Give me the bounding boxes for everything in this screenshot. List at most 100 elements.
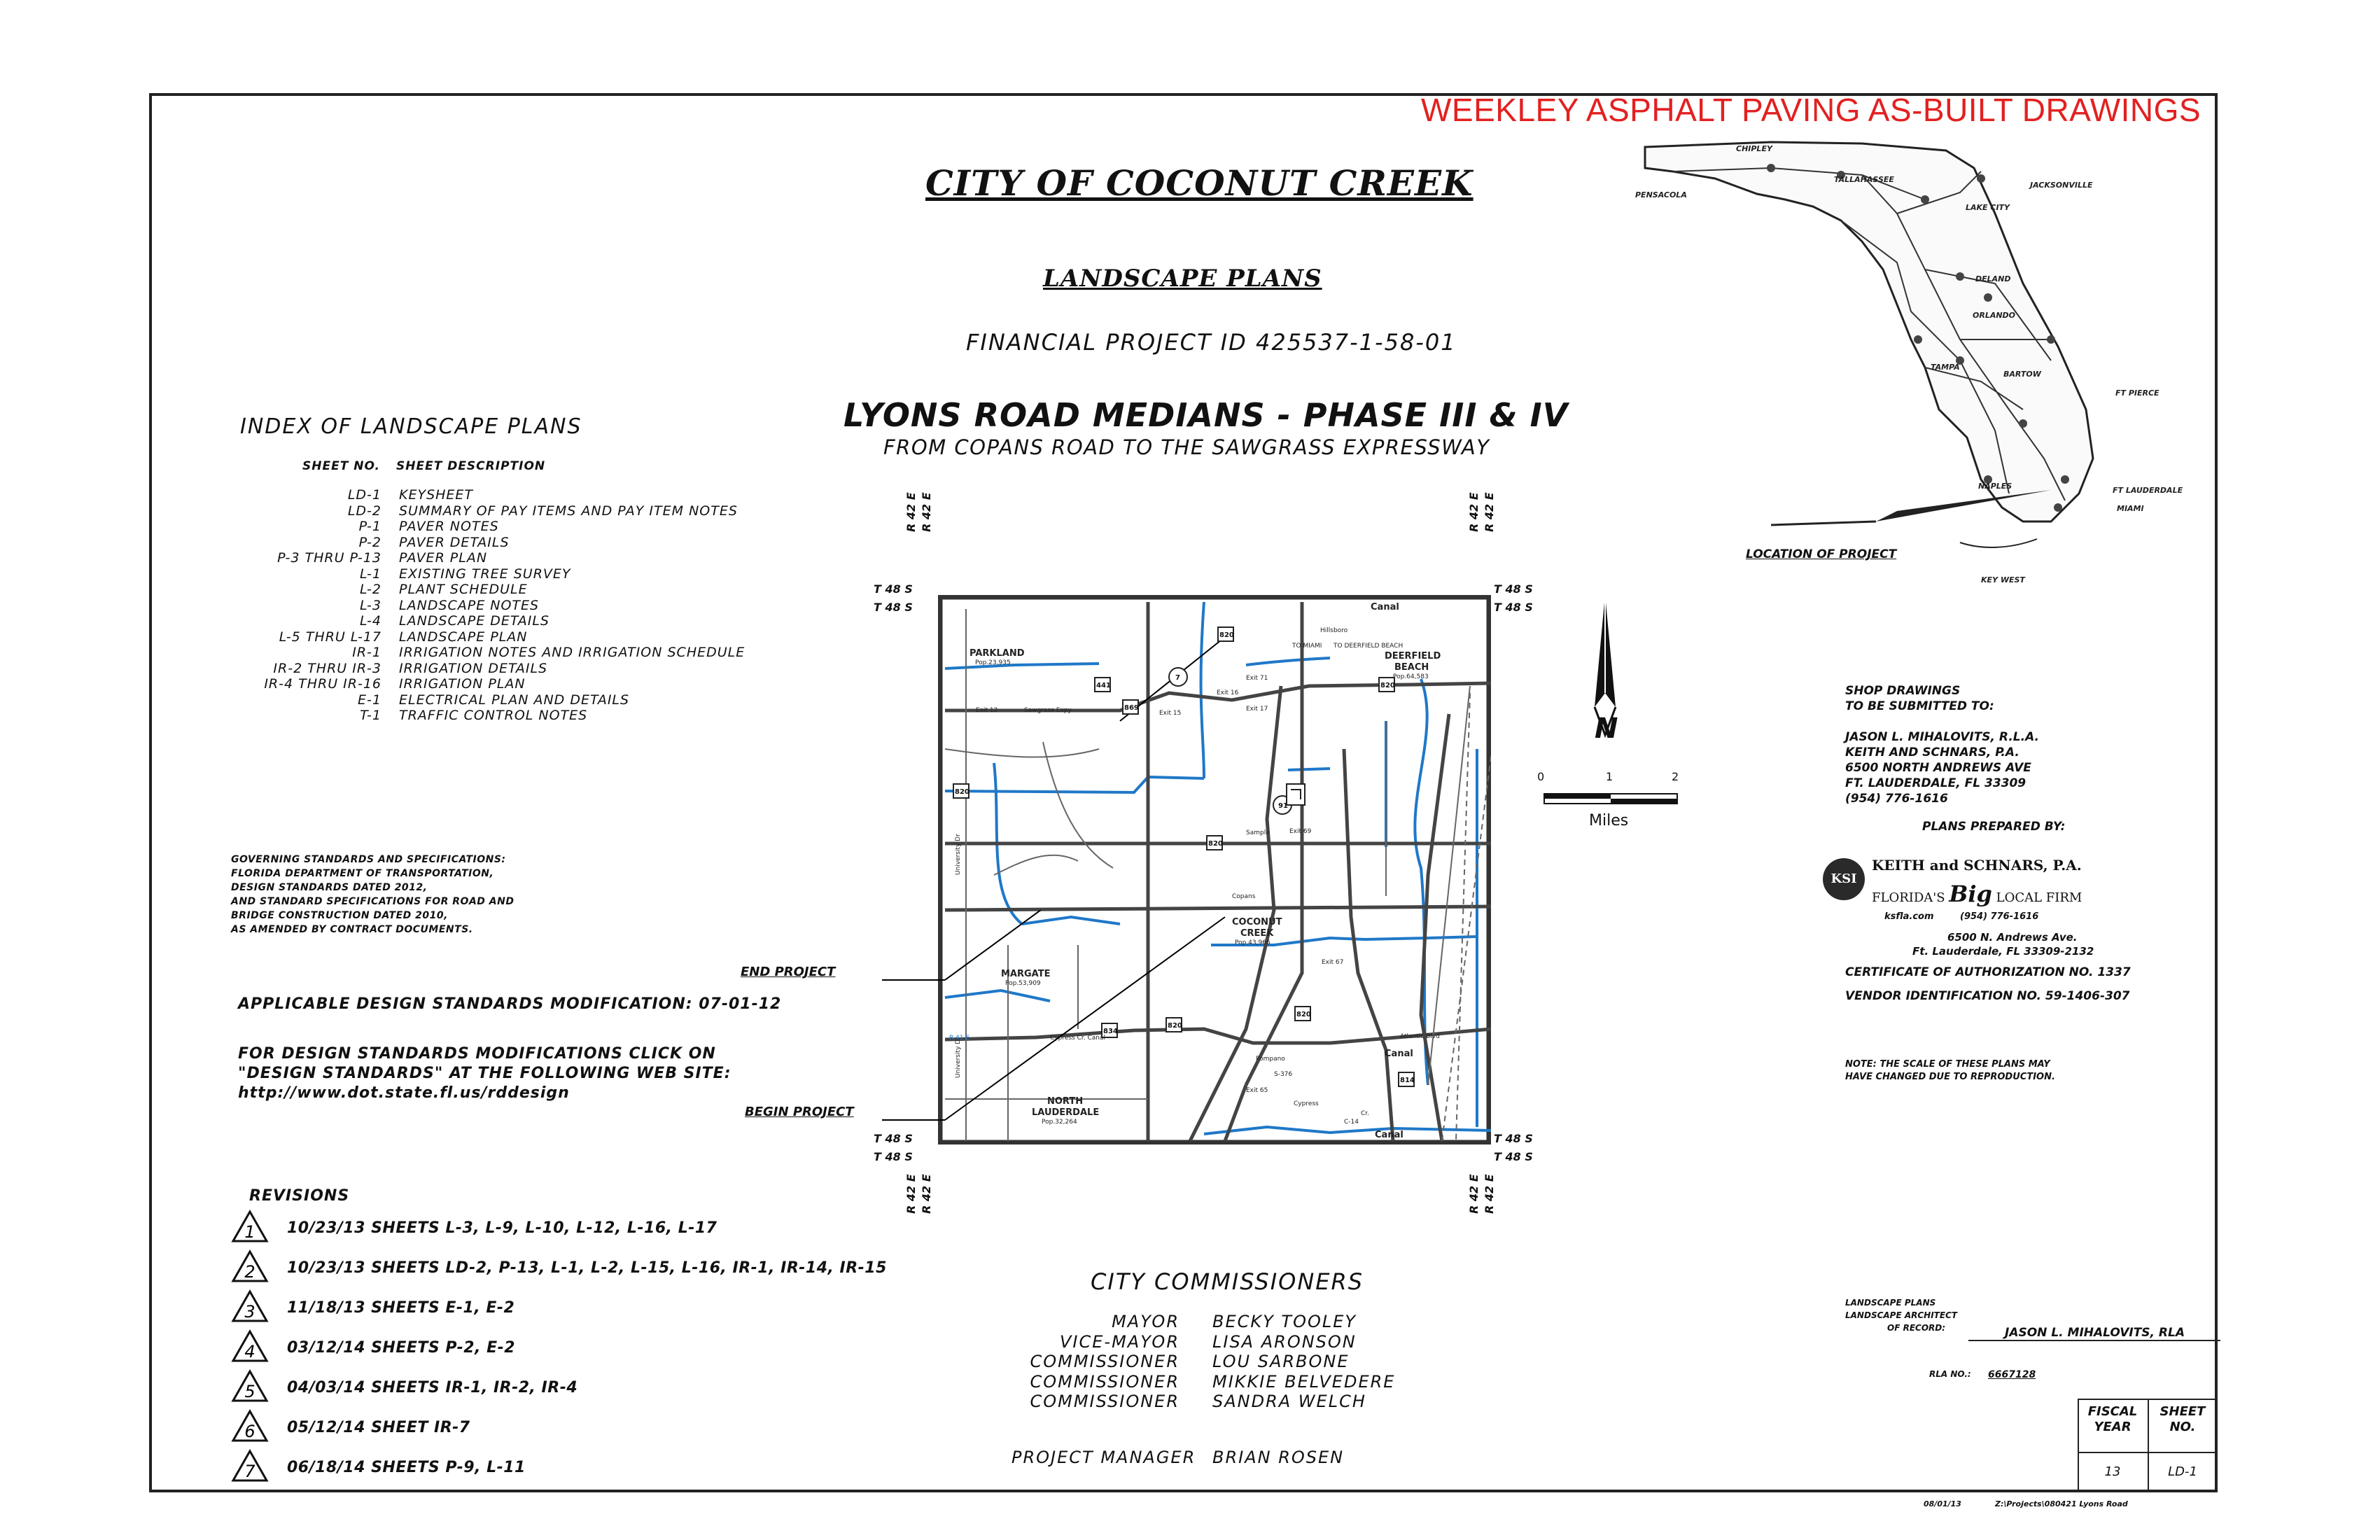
fiscal-year-value: 13 <box>2104 1464 2121 1479</box>
revision-number: 5 <box>244 1382 255 1401</box>
revision-triangle-icon: 7 <box>231 1449 269 1482</box>
governing-line: BRIDGE CONSTRUCTION DATED 2010, <box>231 910 448 921</box>
firm-name: KEITH and SCHNARS, P.A. <box>1872 857 2082 874</box>
commissioner-role: COMMISSIONER <box>1030 1392 1180 1411</box>
map-label-r41e: R 41 E <box>949 1035 970 1042</box>
design-mods-link[interactable]: http://www.dot.state.fl.us/rddesign <box>238 1084 570 1102</box>
revision-number: 3 <box>244 1302 255 1322</box>
grid-r42e-label: R 42 E <box>920 492 933 532</box>
fl-city-orlando: ORLANDO <box>1973 311 2016 320</box>
index-sheet-desc: PAVER PLAN <box>399 550 488 566</box>
end-project-label: END PROJECT <box>741 965 836 979</box>
north-arrow-icon <box>1593 595 1617 738</box>
shop-address-line: JASON L. MIHALOVITS, R.L.A. <box>1845 730 2040 744</box>
revision-triangle-icon: 1 <box>231 1210 269 1242</box>
north-label: N <box>1595 713 1618 745</box>
city-title: CITY OF COCONUT CREEK <box>925 162 1474 204</box>
design-mods-line: "DESIGN STANDARDS" AT THE FOLLOWING WEB … <box>238 1065 732 1082</box>
map-label-to-miami: TO MIAMI <box>1292 643 1322 650</box>
map-label-canal: Canal <box>1385 1049 1413 1059</box>
titleblock-line: LANDSCAPE ARCHITECT <box>1845 1310 1958 1320</box>
shield-820: 820 <box>1208 840 1223 848</box>
map-label-cypress: Cypress <box>1294 1100 1319 1107</box>
drawing-border <box>149 93 2218 1492</box>
shop-line: TO BE SUBMITTED TO: <box>1845 699 1994 713</box>
index-sheet-desc: TRAFFIC CONTROL NOTES <box>399 708 588 723</box>
scale-bar <box>1544 793 1678 804</box>
firm-tagline-c: LOCAL FIRM <box>1996 890 2082 905</box>
plans-title: LANDSCAPE PLANS <box>1043 265 1322 293</box>
governing-line: FLORIDA DEPARTMENT OF TRANSPORTATION, <box>231 868 494 879</box>
shop-address-line: (954) 776-1616 <box>1845 792 1948 806</box>
shield-7: 7 <box>1175 674 1180 682</box>
index-title: INDEX OF LANDSCAPE PLANS <box>240 414 582 439</box>
fl-city-ft-lauderdale: FT LAUDERDALE <box>2113 486 2183 495</box>
grid-r42e-label: R 42 E <box>920 1174 933 1214</box>
commissioners-title: CITY COMMISSIONERS <box>1091 1268 1364 1295</box>
map-label-c14: C-14 <box>1344 1119 1359 1126</box>
governing-line: AND STANDARD SPECIFICATIONS FOR ROAD AND <box>231 896 514 907</box>
fl-city-jacksonville: JACKSONVILLE <box>2030 181 2093 190</box>
grid-r42e-label: R 42 E <box>1483 1174 1496 1214</box>
scale-tick-2: 2 <box>1672 770 1679 783</box>
leader-lines <box>882 910 1226 1121</box>
index-sheet-desc: LANDSCAPE DETAILS <box>399 613 550 629</box>
shop-address-line: 6500 NORTH ANDREWS AVE <box>1845 761 2031 775</box>
project-manager-name: BRIAN ROSEN <box>1212 1448 1345 1467</box>
map-label-exit67: Exit 67 <box>1322 959 1344 966</box>
map-label-exit65: Exit 65 <box>1246 1087 1268 1094</box>
index-sheet-desc: PAVER NOTES <box>399 519 499 534</box>
firm-tagline-b: Big <box>1949 881 1992 907</box>
index-sheet-desc: PAVER DETAILS <box>399 534 510 550</box>
map-label-exit15: Exit 15 <box>1159 710 1182 717</box>
grid-r42e-label: R 42 E <box>1467 492 1480 532</box>
scale-tick-0: 0 <box>1537 770 1545 783</box>
map-label-exit17: Exit 17 <box>1246 706 1268 713</box>
index-col-no: SHEET NO. <box>302 459 380 473</box>
revision-number: 1 <box>244 1222 255 1242</box>
commissioner-role: VICE-MAYOR <box>1059 1331 1180 1352</box>
footer-date: 08/01/13 <box>1924 1499 1961 1508</box>
map-label-deerfield: DEERFIELD <box>1385 651 1441 662</box>
design-mods-note: FOR DESIGN STANDARDS MODIFICATIONS CLICK… <box>238 1044 732 1103</box>
map-label-sample: Sample <box>1246 830 1270 836</box>
index-sheet-desc: IRRIGATION DETAILS <box>399 660 548 676</box>
revision-triangle-icon: 5 <box>231 1369 269 1402</box>
map-label-canal: Canal <box>1371 602 1399 612</box>
index-sheet-no: LD-1 <box>347 487 382 503</box>
shop-drawings-note: SHOP DRAWINGS TO BE SUBMITTED TO: <box>1845 683 1994 714</box>
fl-city-bartow: BARTOW <box>2003 370 2041 379</box>
rla-number: 6667128 <box>1988 1369 2036 1380</box>
index-sheet-no: E-1 <box>358 692 382 708</box>
location-of-project-label: LOCATION OF PROJECT <box>1746 547 1897 561</box>
revision-text: 05/12/14 SHEET IR-7 <box>287 1419 470 1436</box>
map-label-exit16: Exit 16 <box>1217 690 1239 696</box>
shield-820: 820 <box>1380 682 1395 690</box>
index-sheet-no: IR-1 <box>352 645 382 660</box>
map-label-pompano: Pompano <box>1256 1056 1285 1063</box>
architect-name: JASON L. MIHALOVITS, RLA <box>2005 1326 2185 1340</box>
shield-441: 441 <box>1096 682 1111 690</box>
vendor-identification: VENDOR IDENTIFICATION NO. 59-1406-307 <box>1845 989 2130 1003</box>
titleblock-line: LANDSCAPE PLANS <box>1845 1298 1936 1308</box>
revision-triangle-icon: 2 <box>231 1250 269 1282</box>
project-name: LYONS ROAD MEDIANS - PHASE III & IV <box>844 396 1569 434</box>
firm-web: ksfla.com <box>1884 911 1934 922</box>
index-sheet-desc: PLANT SCHEDULE <box>399 582 528 597</box>
map-label-north: NORTH <box>1047 1096 1084 1107</box>
map-label-parkland-pop: Pop.23,935 <box>975 659 1011 666</box>
map-label-margate: MARGATE <box>1001 969 1051 979</box>
revision-text: 11/18/13 SHEETS E-1, E-2 <box>287 1299 515 1317</box>
titleblock-line: OF RECORD: <box>1887 1323 1946 1333</box>
scale-tick-1: 1 <box>1606 770 1614 783</box>
index-sheet-no: L-5 THRU L-17 <box>279 629 382 645</box>
revision-triangle-icon: 4 <box>231 1329 269 1362</box>
map-label-cypress-canal: Cypress Cr. Canal <box>1050 1035 1106 1042</box>
map-label-coconut-pop: Pop.43,966 <box>1235 939 1270 946</box>
revision-triangle-icon: 3 <box>231 1289 269 1322</box>
fl-city-miami: MIAMI <box>2117 504 2144 513</box>
fl-city-ft-pierce: FT PIERCE <box>2115 388 2160 398</box>
index-col-desc: SHEET DESCRIPTION <box>396 459 546 473</box>
index-sheet-no: L-4 <box>359 613 382 629</box>
commissioner-name: SANDRA WELCH <box>1212 1392 1366 1411</box>
